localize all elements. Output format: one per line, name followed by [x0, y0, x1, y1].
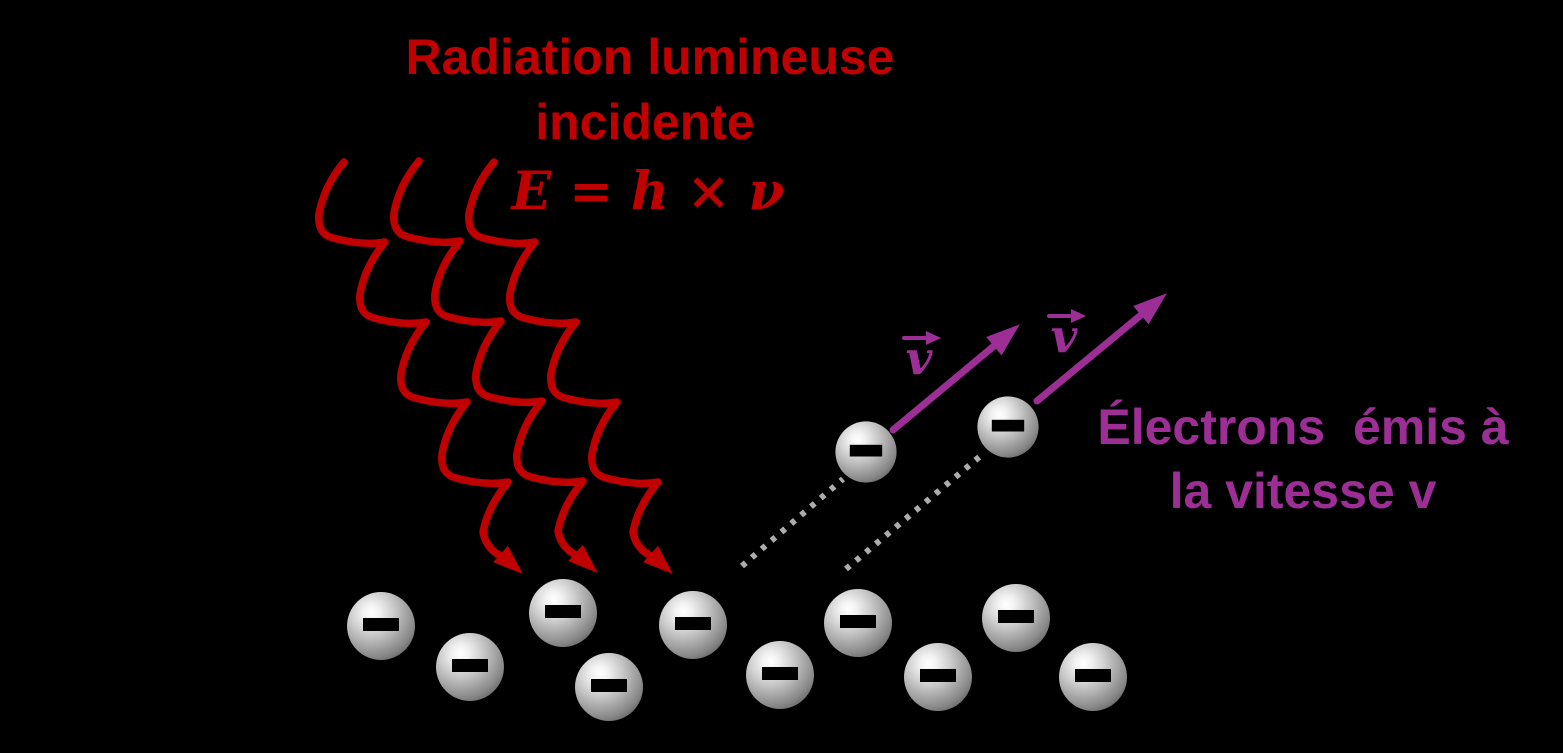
vector-overbar-arrow-1 [902, 331, 941, 345]
trajectory-dotted-line-1 [740, 476, 845, 569]
velocity-arrow-2 [1033, 284, 1175, 405]
incident-radiation-title-line1: Radiation lumineuse [406, 29, 895, 85]
incident-radiation-title-line2: incidente [535, 94, 754, 150]
light-wave-arrow-3 [469, 162, 680, 582]
surface-electron-7 [824, 589, 892, 657]
surface-electron-5 [659, 591, 727, 659]
emitted-electron-1 [835, 421, 897, 483]
emitted-electron-2 [977, 396, 1039, 458]
vector-overbar-arrow-2 [1047, 309, 1086, 323]
surface-electron-1 [347, 592, 415, 660]
surface-electron-8 [904, 643, 972, 711]
velocity-vector-label-1: v [902, 331, 941, 385]
surface-electron-10 [1059, 643, 1127, 711]
photon-energy-formula: E = h × ν [509, 161, 784, 222]
emitted-electrons-label-line2: la vitesse v [1170, 463, 1437, 519]
surface-electron-2 [436, 633, 504, 701]
light-wave-arrow-1 [319, 162, 530, 582]
light-wave-arrow-2 [394, 161, 605, 581]
velocity-arrow-1 [889, 315, 1028, 434]
velocity-vector-label-2: v [1047, 309, 1086, 363]
surface-electron-9 [982, 584, 1050, 652]
trajectory-dotted-line-2 [844, 450, 986, 572]
emitted-electrons-label-line1: Électrons émis à [1097, 399, 1508, 455]
surface-electron-4 [575, 653, 643, 721]
surface-electron-6 [746, 641, 814, 709]
surface-electron-3 [529, 579, 597, 647]
